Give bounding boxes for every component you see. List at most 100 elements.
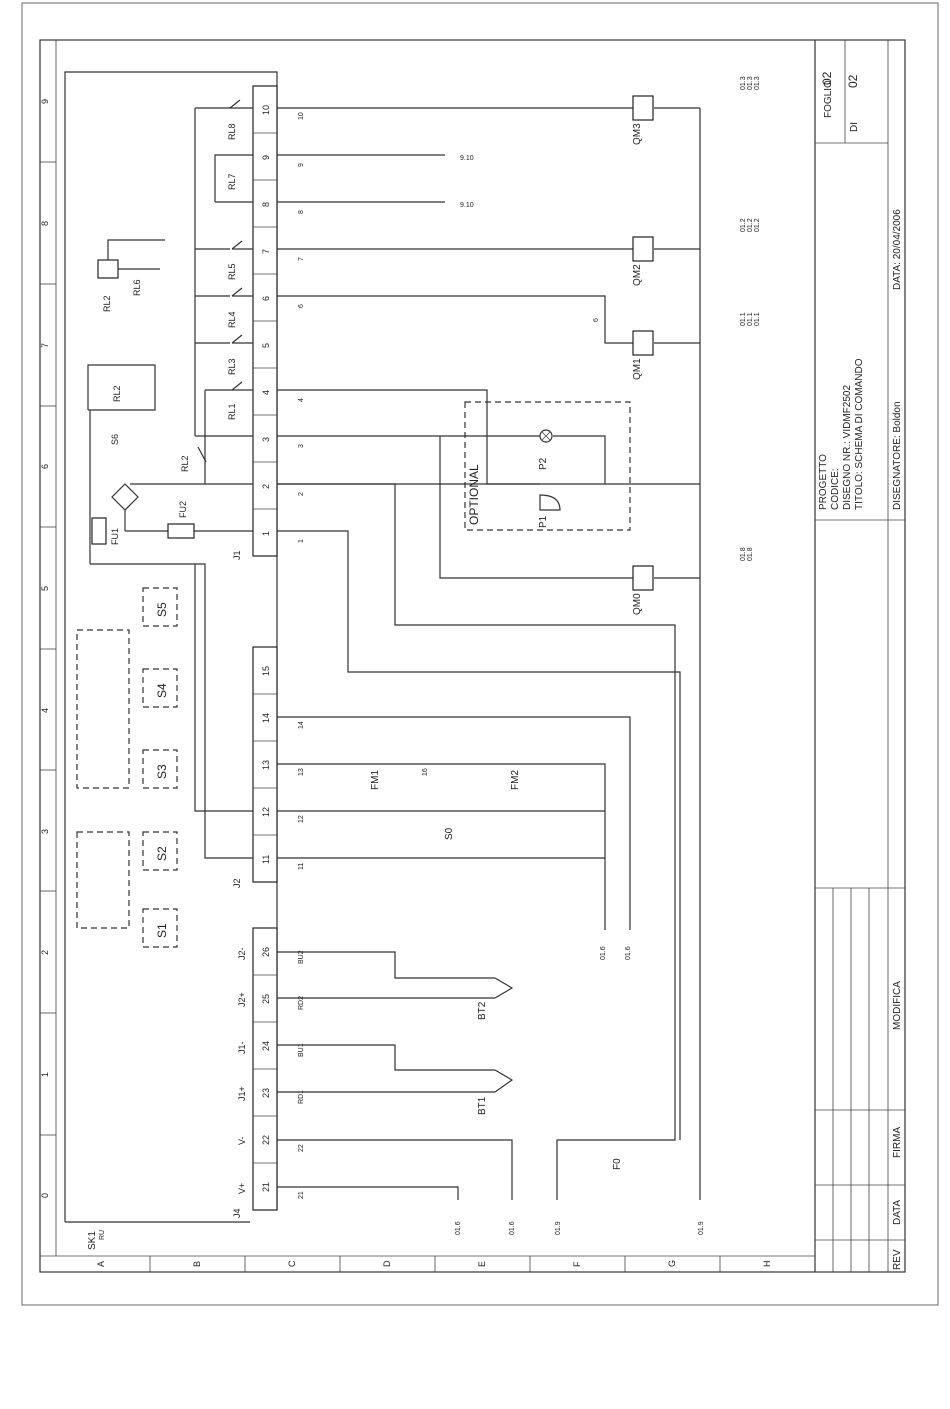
svg-text:01.2: 01.2 — [747, 218, 754, 232]
svg-text:10: 10 — [298, 112, 305, 120]
power-section: FU1 FU2 — [89, 410, 253, 859]
ruler-number: 5 — [40, 586, 50, 591]
svg-text:9.10: 9.10 — [460, 202, 474, 209]
ruler-number: 4 — [40, 708, 50, 713]
terminal-number: 21 — [261, 1182, 271, 1192]
cross-references: 9.10 9.10 01.6 01.6 01.6 01.6 01.9 01.9 — [455, 155, 705, 1235]
terminal-number: 8 — [261, 202, 271, 207]
lamp-p2: P2 — [538, 457, 549, 470]
board-name: SK1 — [87, 1231, 98, 1250]
svg-text:01.6: 01.6 — [509, 1221, 516, 1235]
disegno-nr: DISEGNO NR.: VIDMF2502 — [842, 385, 853, 510]
relay-rl3: RL3 — [227, 358, 237, 375]
svg-text:13: 13 — [298, 768, 305, 776]
buzzer-p1: P1 — [538, 515, 549, 528]
safety-chain: FM1 FM2 S0 BT2 BT1 F0 — [370, 770, 623, 1170]
relay-labels: RL8 RL7 RL5 RL4 RL3 RL1 RL2 RL6 — [132, 123, 237, 472]
board-outline — [64, 71, 278, 1222]
switch-s0: S0 — [444, 827, 455, 840]
switch-s4: S4 — [155, 683, 169, 698]
svg-text:RL2: RL2 — [112, 385, 122, 402]
svg-text:FU1: FU1 — [110, 528, 120, 545]
svg-text:01.9: 01.9 — [698, 1221, 705, 1235]
aux-contacts: 01.3 01.3 01.3 01.2 01.2 01.2 01.1 01.1 … — [740, 76, 761, 561]
sensor-bt1: BT1 — [477, 1096, 488, 1115]
terminal-number: 23 — [261, 1088, 271, 1098]
relay-rl6: RL6 — [132, 279, 142, 296]
ruler-letter: D — [382, 1260, 392, 1267]
terminal-number: 22 — [261, 1135, 271, 1145]
switch-s5: S5 — [155, 602, 169, 617]
contactor-coils: QM3 QM2 QM1 QM0 — [632, 95, 654, 615]
rectifier-bridge — [111, 483, 139, 511]
svg-text:2: 2 — [298, 492, 305, 496]
svg-text:RD2: RD2 — [298, 996, 305, 1010]
svg-text:FU2: FU2 — [178, 501, 188, 518]
ruler-letter: E — [477, 1261, 487, 1267]
svg-text:11: 11 — [298, 863, 305, 870]
terminal-number: 4 — [261, 390, 271, 395]
terminal-label: J2+ — [237, 992, 247, 1007]
terminal-number: 25 — [261, 994, 271, 1004]
svg-text:01.1: 01.1 — [740, 312, 747, 326]
relay-rl4: RL4 — [227, 311, 237, 328]
svg-text:RL2: RL2 — [102, 295, 112, 312]
svg-text:01.2: 01.2 — [740, 218, 747, 232]
relay-rl2: RL2 — [180, 455, 190, 472]
letter-ruler: A B C D E F G H — [96, 1260, 772, 1267]
svg-text:22: 22 — [298, 1144, 305, 1152]
connector-j2: J2 — [232, 878, 242, 888]
progetto-label: PROGETTO — [818, 454, 829, 510]
terminal-label: V+ — [237, 1183, 247, 1194]
ruler-letter: B — [192, 1261, 202, 1267]
terminal-number: 7 — [261, 249, 271, 254]
svg-text:RD1: RD1 — [298, 1090, 305, 1104]
connector-j4: J4 — [232, 1208, 242, 1218]
fuse-fu1 — [91, 517, 107, 545]
terminal-number: 13 — [261, 760, 271, 770]
svg-text:01.6: 01.6 — [455, 1221, 462, 1235]
coil-qm1: QM1 — [632, 358, 643, 380]
terminal-number: 9 — [261, 155, 271, 160]
relay-contacts — [197, 99, 243, 463]
terminal-number: 24 — [261, 1041, 271, 1051]
buzzer-icon — [539, 494, 561, 511]
thermal-fm1: FM1 — [370, 770, 381, 790]
svg-text:8: 8 — [298, 210, 305, 214]
terminal-number: 1 — [261, 531, 271, 536]
svg-text:BU1: BU1 — [298, 1043, 305, 1057]
ruler-number: 9 — [40, 99, 50, 104]
ruler-letter: F — [572, 1261, 582, 1267]
terminal-number: 10 — [261, 105, 271, 115]
modifica-column: MODIFICA — [892, 981, 903, 1030]
ruler-number: 1 — [40, 1072, 50, 1077]
svg-text:4: 4 — [298, 398, 305, 402]
ruler-number: 2 — [40, 950, 50, 955]
svg-text:7: 7 — [298, 257, 305, 261]
board-sub: RU — [99, 1230, 106, 1240]
thermal-fm2: FM2 — [510, 770, 521, 790]
svg-text:01.1: 01.1 — [747, 312, 754, 326]
relay-rl1: RL1 — [227, 403, 237, 420]
terminal-label: J1+ — [237, 1086, 247, 1101]
display-box — [76, 831, 130, 929]
svg-text:3: 3 — [298, 444, 305, 448]
terminal-label: J1- — [237, 1041, 247, 1054]
connector-j1: J1 — [232, 550, 242, 560]
foglio-value: 02 — [820, 71, 834, 85]
terminal-number: 3 — [261, 437, 271, 442]
svg-text:BU2: BU2 — [298, 950, 305, 964]
switch-f0: F0 — [612, 1158, 623, 1170]
svg-text:12: 12 — [298, 815, 305, 823]
terminal-strip-j2: 15 14 13 12 11 J2 — [232, 646, 278, 888]
di-value: 02 — [846, 74, 860, 88]
terminal-number: 12 — [261, 807, 271, 817]
optional-block: OPTIONAL P2 P1 — [464, 401, 631, 531]
svg-text:01.1: 01.1 — [754, 312, 761, 326]
svg-text:01.3: 01.3 — [754, 76, 761, 90]
ruler-letter: A — [96, 1261, 106, 1267]
di-label: DI — [849, 122, 860, 132]
switch-s2: S2 — [155, 846, 169, 861]
terminal-number: 15 — [261, 666, 271, 676]
